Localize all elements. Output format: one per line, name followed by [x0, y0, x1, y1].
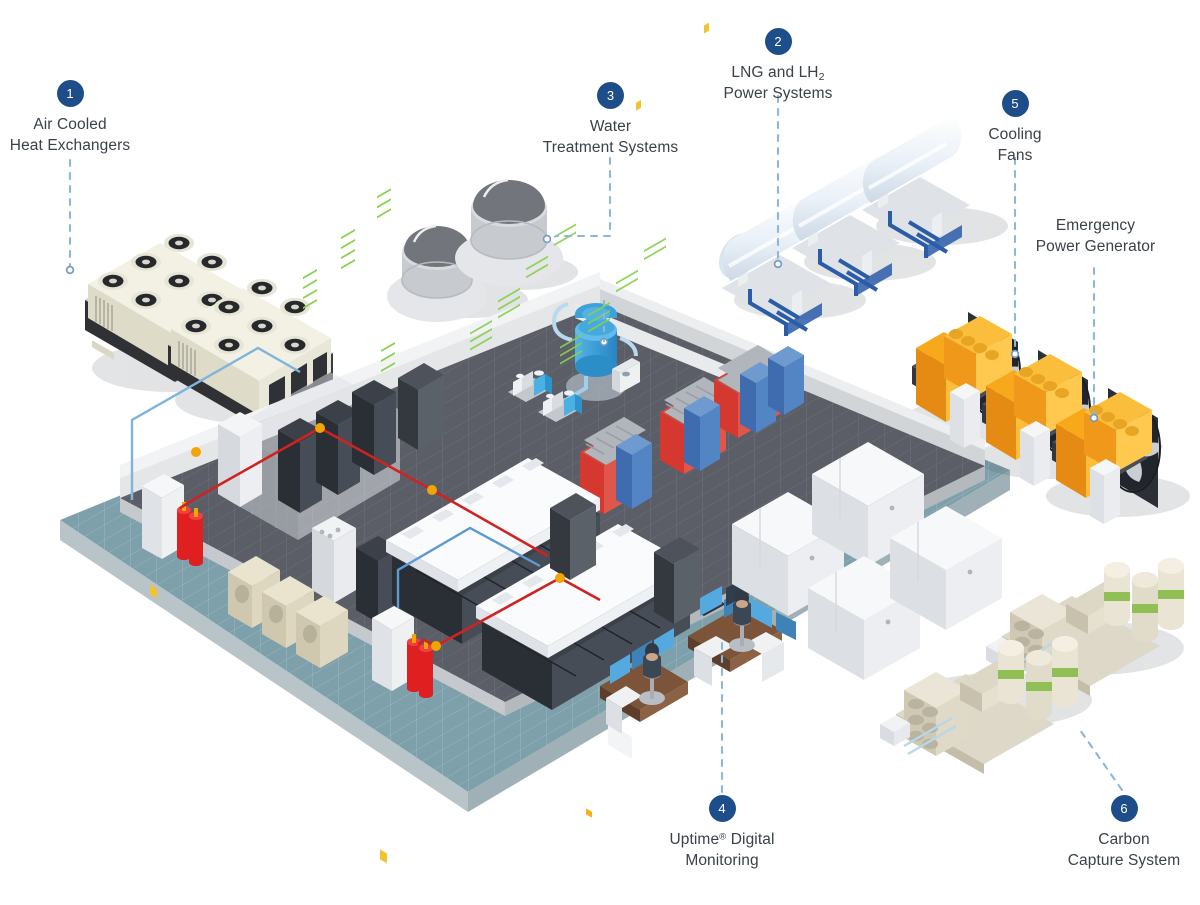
callout-badge-4: 4 [708, 795, 736, 822]
leader-lines [68, 94, 1124, 794]
callout-badge-1: 1 [56, 80, 84, 107]
chemical-dosing-skid-2 [538, 390, 582, 422]
blue-cabinet-2 [684, 22, 720, 471]
water-treatment-tank-left [387, 224, 487, 322]
leader-6 [1078, 728, 1124, 792]
air-cooled-heat-exchanger-unit-2 [168, 279, 333, 427]
heat-exchanger-fans [181, 279, 310, 354]
leader-3 [554, 156, 612, 238]
structural-columns [398, 363, 700, 624]
callout-text-emergency: Emergency Power Generator [1035, 217, 1156, 256]
carbon-capture-unit-front [880, 636, 1078, 774]
chemical-dosing-skid-1 [508, 370, 552, 402]
callout-text-5: Cooling Fans [988, 126, 1042, 165]
registered-trademark-icon: ® [719, 831, 727, 843]
fire-suppression-center [372, 606, 433, 864]
blue-cabinet-4 [768, 346, 804, 415]
callout-badge-2: 2 [764, 28, 792, 55]
callout-text-3: Water Treatment Systems [542, 118, 679, 157]
emergency-generator-3 [1052, 392, 1152, 524]
callout-emergency-power-generator[interactable]: Emergency Power Generator [1018, 215, 1173, 258]
callout-text-1: Air Cooled Heat Exchangers [9, 116, 131, 155]
callout-lng-lh2-power-systems[interactable]: 2 LNG and LH2 Power Systems [683, 28, 873, 105]
callout-cooling-fans[interactable]: 5 Cooling Fans [945, 90, 1085, 167]
water-treatment-tank-right [455, 178, 563, 286]
ups-cabinet-4 [890, 506, 1002, 630]
callout-badge-6: 6 [1110, 795, 1138, 822]
callout-badge-5: 5 [1001, 90, 1029, 117]
callout-water-treatment-systems[interactable]: 3 Water Treatment Systems [513, 82, 708, 159]
ups-cabinet-2 [812, 442, 924, 566]
callout-text-2: LNG and LH2 Power Systems [723, 64, 833, 103]
fire-suppression-piping [130, 346, 601, 651]
callout-text-4: Uptime® Digital Monitoring [669, 831, 775, 870]
callout-uptime-digital-monitoring[interactable]: 4 Uptime® Digital Monitoring [627, 795, 817, 872]
lng-lh2-tank-3 [862, 115, 970, 258]
callout-text-6: Carbon Capture System [1067, 831, 1181, 870]
blue-cabinet-1 [616, 99, 652, 509]
water-treatment-vessel [551, 302, 640, 759]
operator-workstation-left [600, 628, 688, 734]
callout-air-cooled-heat-exchangers[interactable]: 1 Air Cooled Heat Exchangers [0, 80, 140, 157]
lng-lh2-tank-1 [719, 193, 830, 336]
server-rack-cluster-left [218, 188, 400, 623]
heat-exchanger-fans [98, 234, 227, 309]
crac-units [228, 556, 348, 668]
leader-endpoints [65, 259, 1099, 423]
lh2-subscript: 2 [818, 70, 825, 83]
callout-carbon-capture-system[interactable]: 6 Carbon Capture System [1050, 795, 1198, 872]
callout-badge-3: 3 [597, 82, 624, 109]
